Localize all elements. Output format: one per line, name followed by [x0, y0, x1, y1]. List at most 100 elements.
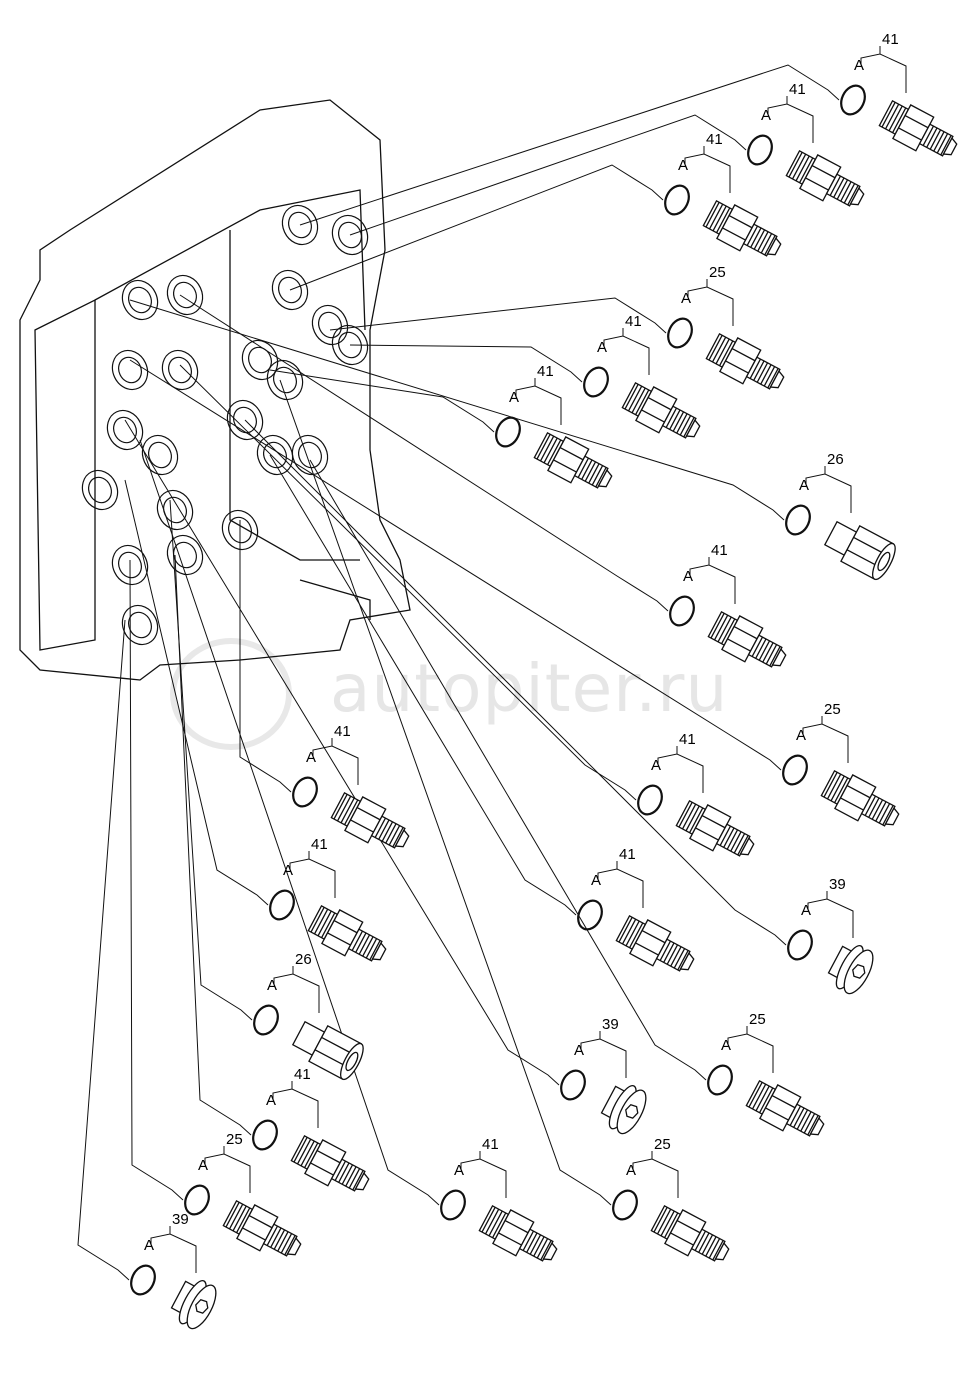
callout-part-41[interactable]: A41 — [634, 731, 760, 866]
leader-line — [309, 459, 707, 1081]
callout-part-41[interactable]: A41 — [289, 723, 415, 858]
o-ring-icon — [560, 1069, 586, 1101]
callout-part-41[interactable]: A41 — [437, 1136, 563, 1271]
o-ring-icon — [583, 366, 609, 398]
callout-part-25[interactable]: A25 — [181, 1131, 307, 1266]
adapter-fitting-icon — [222, 1200, 302, 1257]
callout-part-41[interactable]: A41 — [574, 846, 700, 981]
part-number: 25 — [709, 264, 726, 281]
seal-label: A — [721, 1037, 731, 1054]
o-ring-icon — [669, 595, 695, 627]
callout-part-39[interactable]: A39 — [557, 1016, 652, 1138]
o-ring-icon — [840, 84, 866, 116]
adapter-fitting-icon — [290, 1135, 370, 1192]
adapter-fitting-icon — [675, 800, 755, 857]
valve-body — [19, 99, 411, 681]
o-ring-icon — [292, 776, 318, 808]
seal-label: A — [683, 568, 693, 585]
adapter-fitting-icon — [878, 100, 958, 157]
seal-label: A — [801, 902, 811, 919]
leader-line — [329, 297, 667, 334]
leader-line — [77, 619, 130, 1281]
seal-label: A — [681, 290, 691, 307]
port-opening — [233, 406, 257, 434]
callout-bracket — [204, 1153, 251, 1193]
seal-label: A — [283, 862, 293, 879]
port-opening — [111, 349, 149, 391]
o-ring-icon — [495, 416, 521, 448]
callout-part-26[interactable]: A26 — [250, 951, 368, 1082]
port-opening — [118, 356, 142, 384]
leader-line — [269, 369, 495, 433]
callout-bracket — [460, 1158, 507, 1198]
watermark-logo — [170, 638, 292, 750]
callout-bracket — [273, 973, 320, 1013]
port-opening — [288, 211, 312, 239]
adapter-fitting-icon — [307, 905, 387, 962]
seal-label: A — [267, 977, 277, 994]
adapter-fitting-icon — [820, 770, 900, 827]
part-number: 39 — [172, 1211, 189, 1228]
watermark: autopiter.ru — [330, 650, 729, 727]
o-ring-icon — [130, 1264, 156, 1296]
port-opening — [88, 476, 112, 504]
callout-part-41[interactable]: A41 — [492, 363, 618, 498]
port-opening — [106, 409, 144, 451]
o-ring-icon — [785, 504, 811, 536]
port-opening — [228, 516, 252, 544]
port-opening — [331, 214, 369, 256]
callout-bracket — [272, 1088, 319, 1128]
callout-part-39[interactable]: A39 — [127, 1211, 222, 1333]
callout-bracket — [727, 1033, 774, 1073]
callout-part-41[interactable]: A41 — [249, 1066, 375, 1201]
seal-label: A — [799, 477, 809, 494]
port-opening — [278, 276, 302, 304]
callout-part-26[interactable]: A26 — [782, 451, 900, 582]
o-ring-icon — [782, 754, 808, 786]
callout-part-25[interactable]: A 25 — [664, 264, 790, 399]
o-ring-icon — [612, 1189, 638, 1221]
callout-bracket — [767, 103, 814, 143]
port-opening — [81, 469, 119, 511]
callout-part-41[interactable]: A41 — [744, 81, 870, 216]
seal-label: A — [198, 1157, 208, 1174]
o-ring-icon — [747, 134, 773, 166]
callout-part-41[interactable]: A41 — [266, 836, 392, 971]
callout-part-39[interactable]: A39 — [784, 876, 879, 998]
callout-part-41[interactable]: A41 — [837, 31, 963, 166]
callout-bracket — [687, 286, 734, 326]
callout-bracket — [150, 1233, 197, 1273]
leader-line — [349, 344, 583, 383]
o-ring-icon — [252, 1119, 278, 1151]
leader-line — [179, 364, 637, 801]
part-number: 41 — [711, 542, 728, 559]
callout-part-25[interactable]: A25 — [704, 1011, 830, 1146]
port-opening — [166, 274, 204, 316]
seal-label: A — [591, 872, 601, 889]
leader-line — [269, 454, 577, 916]
port-opening — [298, 441, 322, 469]
port-opening — [121, 279, 159, 321]
part-number: 41 — [882, 31, 899, 48]
port-opening — [111, 544, 149, 586]
seal-label: A — [678, 157, 688, 174]
leader-line — [129, 299, 785, 521]
o-ring-icon — [253, 1004, 279, 1036]
callout-part-25[interactable]: A25 — [609, 1136, 735, 1271]
port-opening — [141, 434, 179, 476]
leader-line — [289, 164, 664, 291]
leader-line — [179, 294, 669, 612]
leader-line — [169, 499, 253, 1021]
leader-line — [279, 379, 612, 1206]
part-number: 41 — [294, 1066, 311, 1083]
part-number: 39 — [602, 1016, 619, 1033]
callout-part-41[interactable]: A41 — [661, 131, 787, 266]
callout-part-25[interactable]: A25 — [779, 701, 905, 836]
callout-bracket — [805, 473, 852, 513]
port-opening — [291, 434, 329, 476]
callout-part-41[interactable]: A41 — [580, 313, 706, 448]
seal-label: A — [306, 749, 316, 766]
callout-part-41[interactable]: A 41 — [666, 542, 792, 677]
port-opening — [168, 356, 192, 384]
